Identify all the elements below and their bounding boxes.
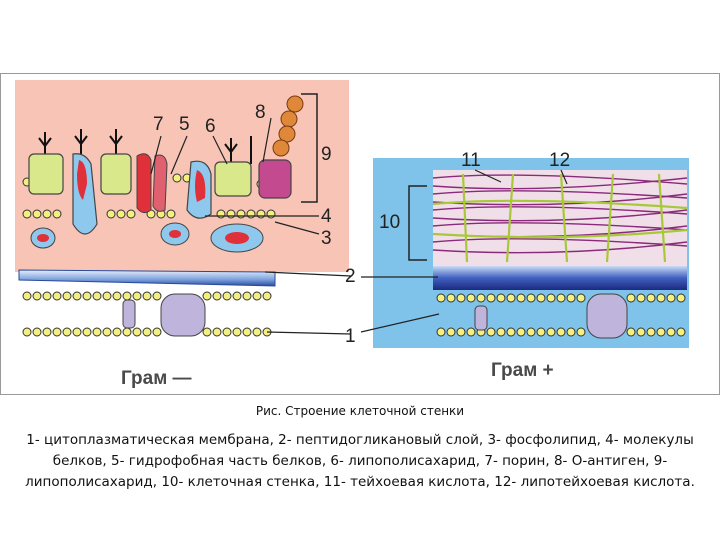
leader-lines (150, 117, 568, 335)
gram-positive-label: Грам + (491, 360, 554, 381)
label-3: 3 (321, 228, 332, 249)
label-7: 7 (153, 114, 164, 135)
label-9: 9 (321, 144, 332, 165)
cell-wall-diagram: 7 5 6 8 9 4 3 2 1 10 11 12 Грам — Грам + (15, 80, 689, 389)
bracket-10 (408, 185, 427, 261)
protein-molecules (28, 153, 252, 197)
label-4: 4 (321, 206, 332, 227)
figure-caption-legend: 1- цитоплазматическая мембрана, 2- пепти… (25, 432, 695, 490)
figure-caption-title: Рис. Строение клеточной стенки (255, 404, 465, 418)
peptidoglycan-layer-negative (18, 269, 276, 287)
label-8: 8 (255, 102, 266, 123)
lipopolysaccharide-block (258, 159, 292, 199)
porin (136, 153, 168, 214)
periplasmic-proteins (30, 222, 264, 253)
cytoplasmic-membrane-positive (436, 293, 686, 339)
label-1: 1 (345, 326, 356, 347)
gram-negative-label: Грам — (121, 368, 192, 389)
teichoic-acids (432, 173, 688, 263)
lipopolysaccharide-chains (38, 129, 252, 164)
cell-wall-figure: 7 5 6 8 9 4 3 2 1 10 11 12 Грам — Грам + (0, 73, 720, 395)
label-11: 11 (461, 150, 481, 171)
label-12: 12 (549, 150, 570, 171)
label-2: 2 (345, 266, 356, 287)
cytoplasmic-membrane-negative (22, 291, 272, 337)
label-5: 5 (179, 114, 190, 135)
label-10: 10 (379, 212, 400, 233)
bracket-9 (301, 93, 318, 203)
hydrophobic-proteins (72, 153, 212, 235)
label-6: 6 (205, 116, 216, 137)
peptidoglycan-layer-positive (432, 170, 688, 290)
o-antigen (272, 95, 304, 157)
